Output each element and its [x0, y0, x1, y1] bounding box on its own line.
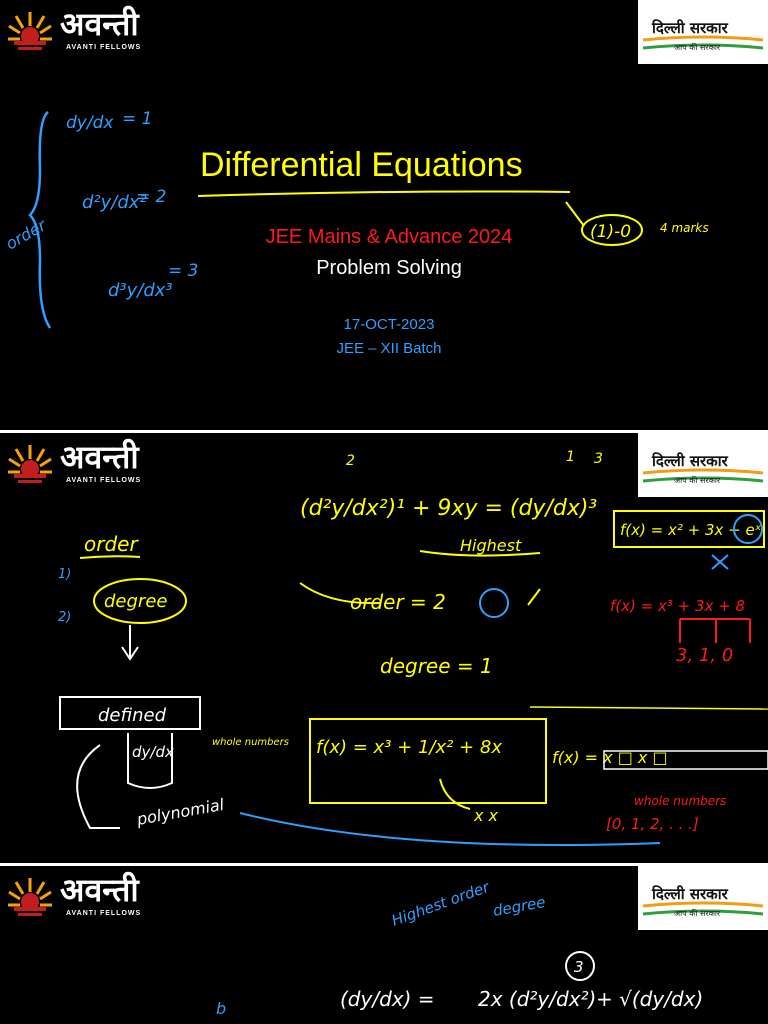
- logo-text: अवन्ती: [60, 5, 139, 43]
- gov-subtitle: आप की सरकार: [674, 909, 721, 918]
- function-one: f(x) = x² + 3x + eˣ: [620, 521, 762, 539]
- definition-word: defined: [98, 705, 167, 726]
- first-order-value: = 1: [122, 109, 152, 129]
- order-label: order: [3, 215, 51, 254]
- function-box-2: [309, 718, 547, 804]
- marks-label: 4 marks: [660, 221, 709, 235]
- sun-logo-icon: [8, 445, 52, 483]
- flag-swoosh-icon: [642, 35, 764, 50]
- gov-subtitle: आप की सरकार: [674, 43, 721, 52]
- function-two: f(x) = x³ + 3x + 8: [610, 597, 745, 615]
- logo-subtext: AVANTI FELLOWS: [66, 477, 142, 484]
- delhi-govt-logo: दिल्ली सरकार आप की सरकार: [638, 866, 768, 930]
- gov-title: दिल्ली सरकार: [652, 885, 728, 903]
- slide-3: अवन्ती AVANTI FELLOWS दिल्ली सरकार आप की…: [0, 866, 768, 1024]
- gov-title: दिल्ली सरकार: [652, 452, 728, 470]
- svg-text:1): 1): [58, 567, 71, 582]
- degree-word: degree: [104, 591, 167, 612]
- slide-title: Differential Equations: [200, 146, 523, 184]
- superscript-mark-3: 3: [594, 451, 603, 467]
- polynomial-word: polynomial: [134, 795, 226, 829]
- logo-subtext: AVANTI FELLOWS: [66, 44, 142, 51]
- annotation-layer: 1) order 2) degree defined dy/dx whole n…: [58, 449, 768, 846]
- xx-note: x x: [473, 806, 499, 825]
- svg-text:2): 2): [58, 610, 71, 625]
- highest-label: Highest: [460, 536, 522, 555]
- order-equals: order = 2: [350, 590, 446, 614]
- circled-three: 3: [574, 958, 584, 976]
- gov-subtitle: आप की सरकार: [674, 476, 721, 485]
- order-word: order: [84, 532, 139, 556]
- definition-box: [59, 696, 201, 730]
- equation-left: (dy/dx) =: [340, 987, 435, 1011]
- answer-circle: [479, 588, 509, 618]
- session-date: 17-OCT-2023: [343, 316, 435, 333]
- session-subtitle: Problem Solving: [316, 257, 462, 279]
- logo-subtext: AVANTI FELLOWS: [66, 910, 142, 917]
- slide-2: अवन्ती AVANTI FELLOWS दिल्ली सरकार आप की…: [0, 433, 768, 863]
- gov-title: दिल्ली सरकार: [652, 19, 728, 37]
- batch-label: JEE – XII Batch: [336, 340, 442, 357]
- delhi-govt-logo: दिल्ली सरकार आप की सरकार: [638, 433, 768, 497]
- avanti-logo: अवन्ती AVANTI FELLOWS: [4, 438, 164, 491]
- equation-right: + √(dy/dx): [596, 987, 703, 1011]
- marks-badge: (1)-0: [590, 222, 631, 242]
- second-order-value: = 2: [136, 187, 166, 207]
- equation-middle: 2x (d²y/dx²): [478, 987, 596, 1011]
- annotation-layer: order dy/dx = 1 d²y/dx² = 2 d³y/dx³ = 3 …: [3, 109, 709, 329]
- sun-logo-icon: [8, 878, 52, 916]
- whole-numbers-red: whole numbers: [634, 794, 726, 808]
- sun-logo-icon: [8, 12, 52, 50]
- degree-circle: [93, 578, 187, 624]
- exam-subtitle: JEE Mains & Advance 2024: [265, 226, 513, 248]
- first-derivative: dy/dx: [66, 113, 114, 133]
- superscript-mark-2: 2: [346, 453, 355, 469]
- power-list: 3, 1, 0: [676, 645, 733, 666]
- number-set: [0, 1, 2, . . .]: [606, 815, 699, 833]
- slide-1: अवन्ती AVANTI FELLOWS दिल्ली सरकार आप की…: [0, 0, 768, 430]
- brace-shape: [28, 111, 52, 329]
- svg-text:b: b: [216, 999, 226, 1018]
- superscript-mark-1: 1: [566, 449, 575, 465]
- dydx-term: dy/dx: [132, 743, 174, 761]
- logo-text: अवन्ती: [60, 871, 139, 909]
- whole-numbers-note: whole numbers: [212, 737, 289, 748]
- avanti-logo: अवन्ती AVANTI FELLOWS: [4, 871, 164, 924]
- flag-swoosh-icon: [642, 468, 764, 483]
- delhi-govt-logo: दिल्ली सरकार आप की सरकार: [638, 0, 768, 64]
- function-box-1: [613, 510, 765, 548]
- logo-text: अवन्ती: [60, 438, 139, 476]
- function-four: f(x) = x □ x □: [552, 748, 668, 767]
- avanti-logo: अवन्ती AVANTI FELLOWS: [4, 5, 164, 58]
- flag-swoosh-icon: [642, 901, 764, 916]
- highest-order-note: Highest order: [389, 878, 492, 930]
- degree-equals: degree = 1: [380, 654, 493, 678]
- function-three: f(x) = x³ + 1/x² + 8x: [316, 737, 502, 758]
- badge-ellipse: [581, 214, 643, 246]
- third-order-value: = 3: [168, 261, 198, 281]
- title-underline: [197, 190, 571, 197]
- main-equation: (d²y/dx²)¹ + 9xy = (dy/dx)³: [300, 496, 597, 521]
- second-derivative: d²y/dx²: [82, 192, 147, 213]
- third-derivative: d³y/dx³: [108, 280, 173, 301]
- annotation-layer: Highest order degree 3 b (dy/dx) = 2x (d…: [216, 878, 703, 1018]
- degree-note: degree: [492, 893, 547, 920]
